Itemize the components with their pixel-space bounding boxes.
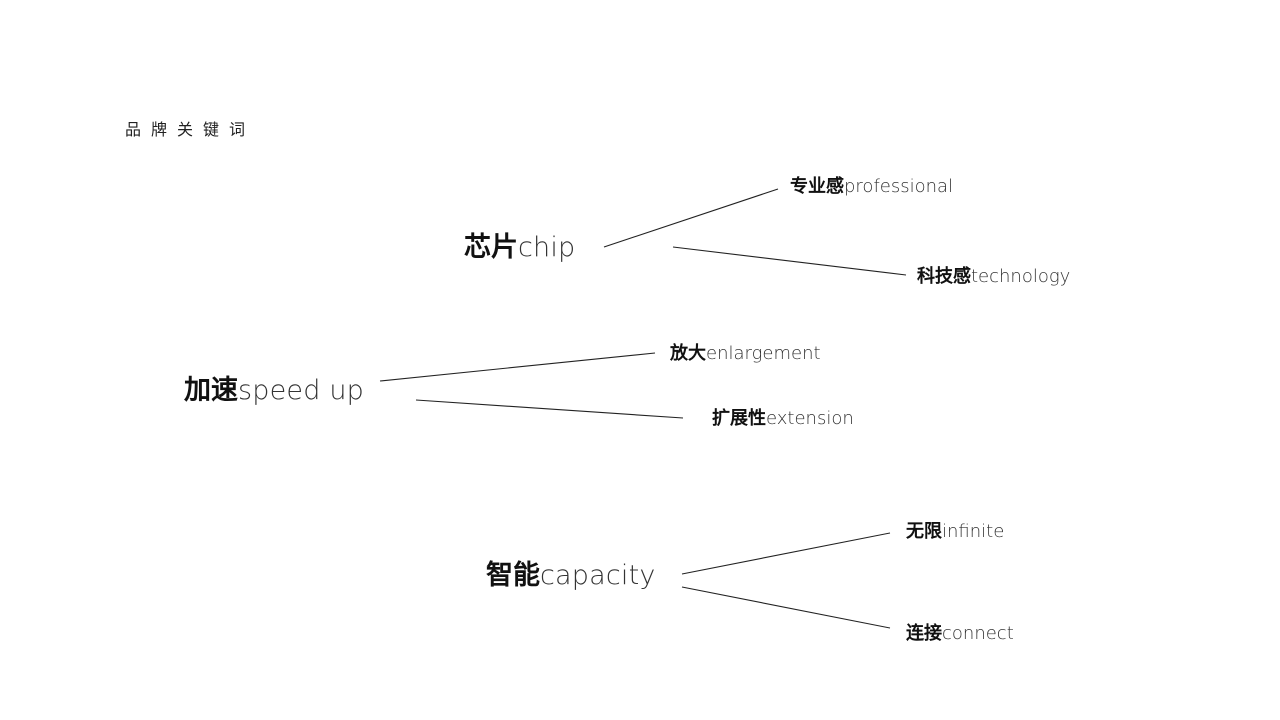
keyword-technology-en: technology (971, 266, 1071, 287)
link-speedup-extension (415, 399, 684, 419)
keyword-technology-zh: 科技感 (917, 266, 971, 287)
keyword-enlargement-en: enlargement (706, 343, 821, 364)
keyword-chip-zh: 芯片 (464, 232, 518, 263)
keyword-enlargement-zh: 放大 (670, 343, 706, 364)
keyword-connect-en: connect (942, 623, 1014, 644)
link-capacity-connect (681, 586, 891, 629)
page-title: 品牌关键词 (125, 120, 256, 139)
keyword-infinite-en: infinite (942, 521, 1005, 542)
keyword-infinite: 无限infinite (906, 523, 1004, 541)
keyword-professional: 专业感professional (790, 178, 953, 196)
link-speedup-enlargement (379, 352, 656, 382)
keyword-capacity: 智能capacity (486, 562, 656, 589)
keyword-extension-en: extension (766, 408, 854, 429)
keyword-chip: 芯片chip (464, 234, 575, 261)
keyword-speed-up-en: speed up (238, 375, 365, 406)
keyword-connect: 连接connect (906, 625, 1014, 643)
keyword-technology: 科技感technology (917, 268, 1070, 286)
keyword-capacity-en: capacity (540, 560, 656, 591)
keyword-capacity-zh: 智能 (486, 560, 540, 591)
keyword-speed-up: 加速speed up (184, 377, 364, 404)
link-chip-professional (603, 188, 779, 248)
keyword-speed-up-zh: 加速 (184, 375, 238, 406)
keyword-extension-zh: 扩展性 (712, 408, 766, 429)
keyword-enlargement: 放大enlargement (670, 345, 821, 363)
keyword-extension: 扩展性extension (712, 410, 854, 428)
keyword-professional-zh: 专业感 (790, 176, 844, 197)
keyword-professional-en: professional (844, 176, 954, 197)
link-chip-technology (672, 246, 907, 276)
keyword-chip-en: chip (518, 232, 576, 263)
link-capacity-infinite (681, 532, 891, 575)
keyword-connect-zh: 连接 (906, 623, 942, 644)
keyword-infinite-zh: 无限 (906, 521, 942, 542)
